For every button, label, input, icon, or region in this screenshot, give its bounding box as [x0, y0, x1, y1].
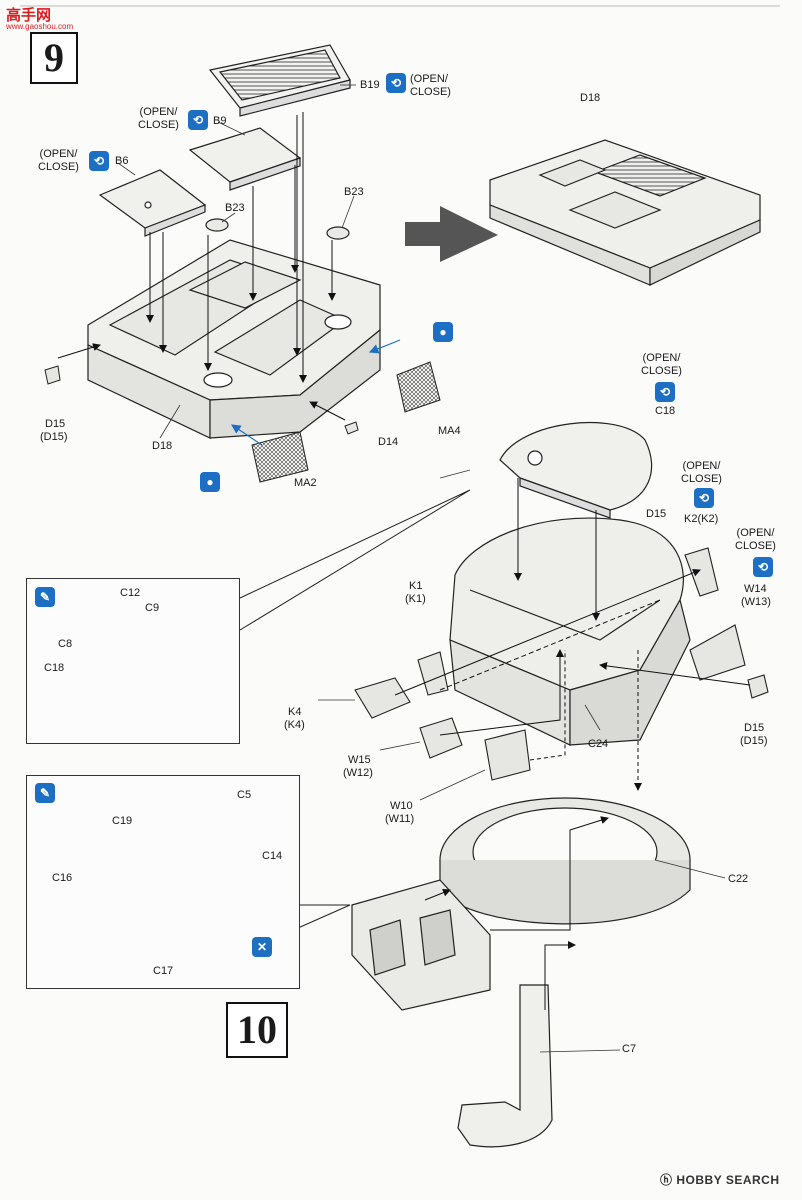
label-w10: W10	[390, 800, 413, 812]
grille-hatch-b19	[208, 44, 351, 117]
rotate-arrows-icon: ⟲	[753, 557, 773, 577]
label-b23: B23	[344, 186, 364, 198]
label-c19: C19	[112, 815, 133, 827]
completed-deck-d18	[489, 139, 761, 286]
label-open-close: (OPEN/ CLOSE)	[410, 73, 451, 98]
label-open-close: (OPEN/ CLOSE)	[681, 460, 722, 485]
label-c7: C7	[622, 1043, 637, 1055]
label-c14: C14	[262, 850, 283, 862]
hatch-b9	[188, 127, 302, 191]
label-c17: C17	[153, 965, 174, 977]
label-open-close: (OPEN/ CLOSE)	[38, 148, 79, 173]
hatch-c18	[499, 422, 653, 519]
mesh-ma4	[396, 361, 441, 413]
watermark-url: www.gaoshou.com	[6, 22, 74, 31]
label-c12: C12	[120, 587, 141, 599]
label-b23: B23	[225, 202, 245, 214]
part-w10	[484, 729, 531, 781]
label-w15: W15	[348, 754, 371, 766]
rotate-arrows-icon: ⟲	[655, 382, 675, 402]
next-step-arrow	[405, 206, 498, 262]
no-glue-icon: ✕	[252, 937, 272, 957]
label-d15: D15	[744, 722, 765, 734]
label-k4-alt: (K4)	[284, 719, 305, 731]
label-c18: C18	[44, 662, 65, 674]
turret-body	[449, 517, 691, 746]
label-w14-alt: (W13)	[741, 596, 771, 608]
rotate-arrows-icon: ⟲	[188, 110, 208, 130]
label-c5: C5	[237, 789, 252, 801]
label-d18: D18	[152, 440, 173, 452]
turret-ring-c22	[439, 797, 691, 925]
part-w14	[689, 624, 746, 681]
part-d14	[344, 421, 359, 435]
part-d15-left	[44, 365, 61, 385]
gun-mantlet	[351, 879, 491, 1011]
label-c8: C8	[58, 638, 73, 650]
label-k1-alt: (K1)	[405, 593, 426, 605]
mesh-ma2	[251, 431, 309, 483]
hatch-b6	[98, 169, 207, 237]
part-k2	[684, 547, 719, 597]
label-d15-alt: (D15)	[740, 735, 768, 747]
label-w15-alt: (W12)	[343, 767, 373, 779]
hobby-search-logo: ⓗ HOBBY SEARCH	[660, 1173, 780, 1187]
label-d14: D14	[378, 436, 399, 448]
label-w14: W14	[744, 583, 767, 595]
label-b6: B6	[115, 155, 129, 167]
label-c24: C24	[588, 738, 609, 750]
paint-drop-icon: ●	[200, 472, 220, 492]
label-b19: B19	[360, 79, 380, 91]
step-9-badge: 9	[30, 32, 78, 84]
label-open-close: (OPEN/ CLOSE)	[138, 106, 179, 131]
label-k1: K1	[409, 580, 423, 592]
label-d15: D15	[45, 418, 66, 430]
rotate-arrows-icon: ⟲	[89, 151, 109, 171]
label-c9: C9	[145, 602, 160, 614]
watermark-logo: 高手网	[6, 7, 52, 24]
label-d18: D18	[580, 92, 601, 104]
label-d15: D15	[646, 508, 667, 520]
glue-brush-icon: ✎	[35, 783, 55, 803]
part-w15	[419, 717, 463, 759]
label-b9: B9	[213, 115, 227, 127]
label-c22: C22	[728, 873, 749, 885]
rotate-arrows-icon: ⟲	[386, 73, 406, 93]
paint-drop-icon: ●	[433, 322, 453, 342]
cap-b23	[205, 218, 350, 240]
label-open-close: (OPEN/ CLOSE)	[735, 527, 776, 552]
seat-c7	[457, 984, 553, 1148]
step-10-badge: 10	[226, 1002, 288, 1058]
label-c16: C16	[52, 872, 73, 884]
detail-inset-hatch	[26, 578, 240, 744]
label-ma2: MA2	[294, 477, 317, 489]
part-d15-right	[747, 674, 769, 699]
glue-brush-icon: ✎	[35, 587, 55, 607]
label-k2: K2(K2)	[684, 513, 719, 525]
label-w10-alt: (W11)	[385, 813, 415, 825]
part-k4	[354, 677, 411, 719]
engine-deck-d18	[87, 239, 381, 439]
label-d15-alt: (D15)	[40, 431, 68, 443]
label-c18: C18	[655, 405, 676, 417]
label-open-close: (OPEN/ CLOSE)	[641, 352, 682, 377]
label-k4: K4	[288, 706, 302, 718]
label-ma4: MA4	[438, 425, 461, 437]
rotate-arrows-icon: ⟲	[694, 488, 714, 508]
